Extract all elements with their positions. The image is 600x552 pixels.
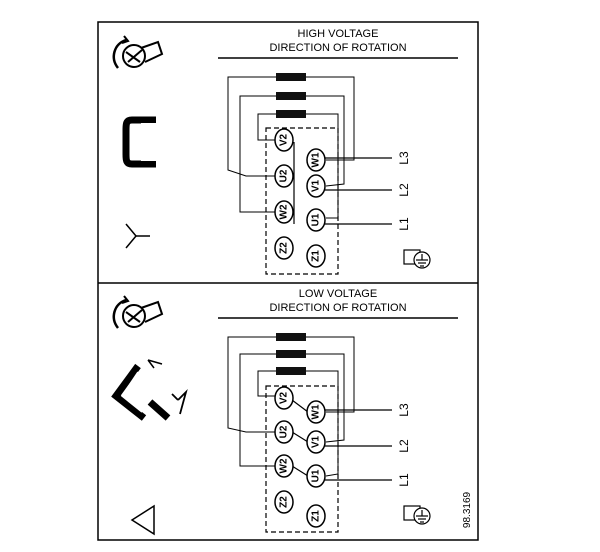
terminal-w1: W1 [306,148,326,172]
svg-text:U1: U1 [311,469,322,482]
terminal-z2: Z2 [274,236,294,260]
svg-text:V1: V1 [311,179,322,192]
terminal-block [265,385,339,533]
terminal-u1: U1 [306,208,326,232]
line-l3: L3 [397,403,411,417]
ground-icon [403,249,431,269]
delta-bridge-icon [111,359,188,421]
terminal-z2: Z2 [274,490,294,514]
low-voltage-subtitle: DIRECTION OF ROTATION [269,302,406,314]
svg-text:V2: V2 [279,391,290,404]
terminal-u2: U2 [274,420,294,444]
line-l1: L1 [397,473,411,487]
line-l3: L3 [397,151,411,165]
svg-text:Z1: Z1 [311,250,322,262]
high-voltage-section: HIGH VOLTAGE DIRECTION OF ROTATION [112,28,458,275]
svg-text:V2: V2 [279,133,290,146]
svg-text:Z2: Z2 [279,242,290,254]
winding-wires [227,336,355,477]
terminal-v2: V2 [274,128,294,152]
reference-number: 98.3169 [462,491,473,528]
terminal-w2: W2 [274,200,294,224]
high-voltage-subtitle: DIRECTION OF ROTATION [269,42,406,54]
line-l1: L1 [397,217,411,231]
terminal-z1: Z1 [306,244,326,268]
outer-frame [97,21,479,541]
supply-lines [325,409,392,481]
bridge-clip-icon [122,116,156,168]
terminal-u1: U1 [306,464,326,488]
high-voltage-title: HIGH VOLTAGE [298,28,379,40]
low-voltage-title: LOW VOLTAGE [299,288,377,300]
svg-text:U2: U2 [279,425,290,438]
ground-icon [403,505,431,525]
terminal-w2: W2 [274,454,294,478]
svg-text:W1: W1 [311,152,322,167]
terminal-w1: W1 [306,400,326,424]
svg-text:Z1: Z1 [311,510,322,522]
supply-lines [325,157,392,225]
svg-text:U1: U1 [311,213,322,226]
low-voltage-section: LOW VOLTAGE DIRECTION OF ROTATION [111,288,473,536]
line-l2: L2 [397,439,411,453]
terminal-v1: V1 [306,174,326,198]
bridge-links [291,399,309,477]
star-symbol-icon [125,223,150,249]
terminal-u2: U2 [274,164,294,188]
winding-coils [276,73,306,118]
motor-shaft-icon [112,35,164,69]
svg-text:W1: W1 [311,404,322,419]
motor-shaft-icon [112,295,164,329]
svg-text:W2: W2 [279,204,290,219]
winding-coils [276,333,306,375]
delta-symbol-icon [130,504,155,536]
terminal-v2: V2 [274,386,294,410]
terminal-v1: V1 [306,430,326,454]
terminal-z1: Z1 [306,504,326,528]
terminal-block [265,127,339,275]
svg-text:V1: V1 [311,435,322,448]
winding-wires [227,76,355,219]
svg-text:U2: U2 [279,169,290,182]
svg-text:W2: W2 [279,458,290,473]
line-l2: L2 [397,183,411,197]
svg-text:Z2: Z2 [279,496,290,508]
